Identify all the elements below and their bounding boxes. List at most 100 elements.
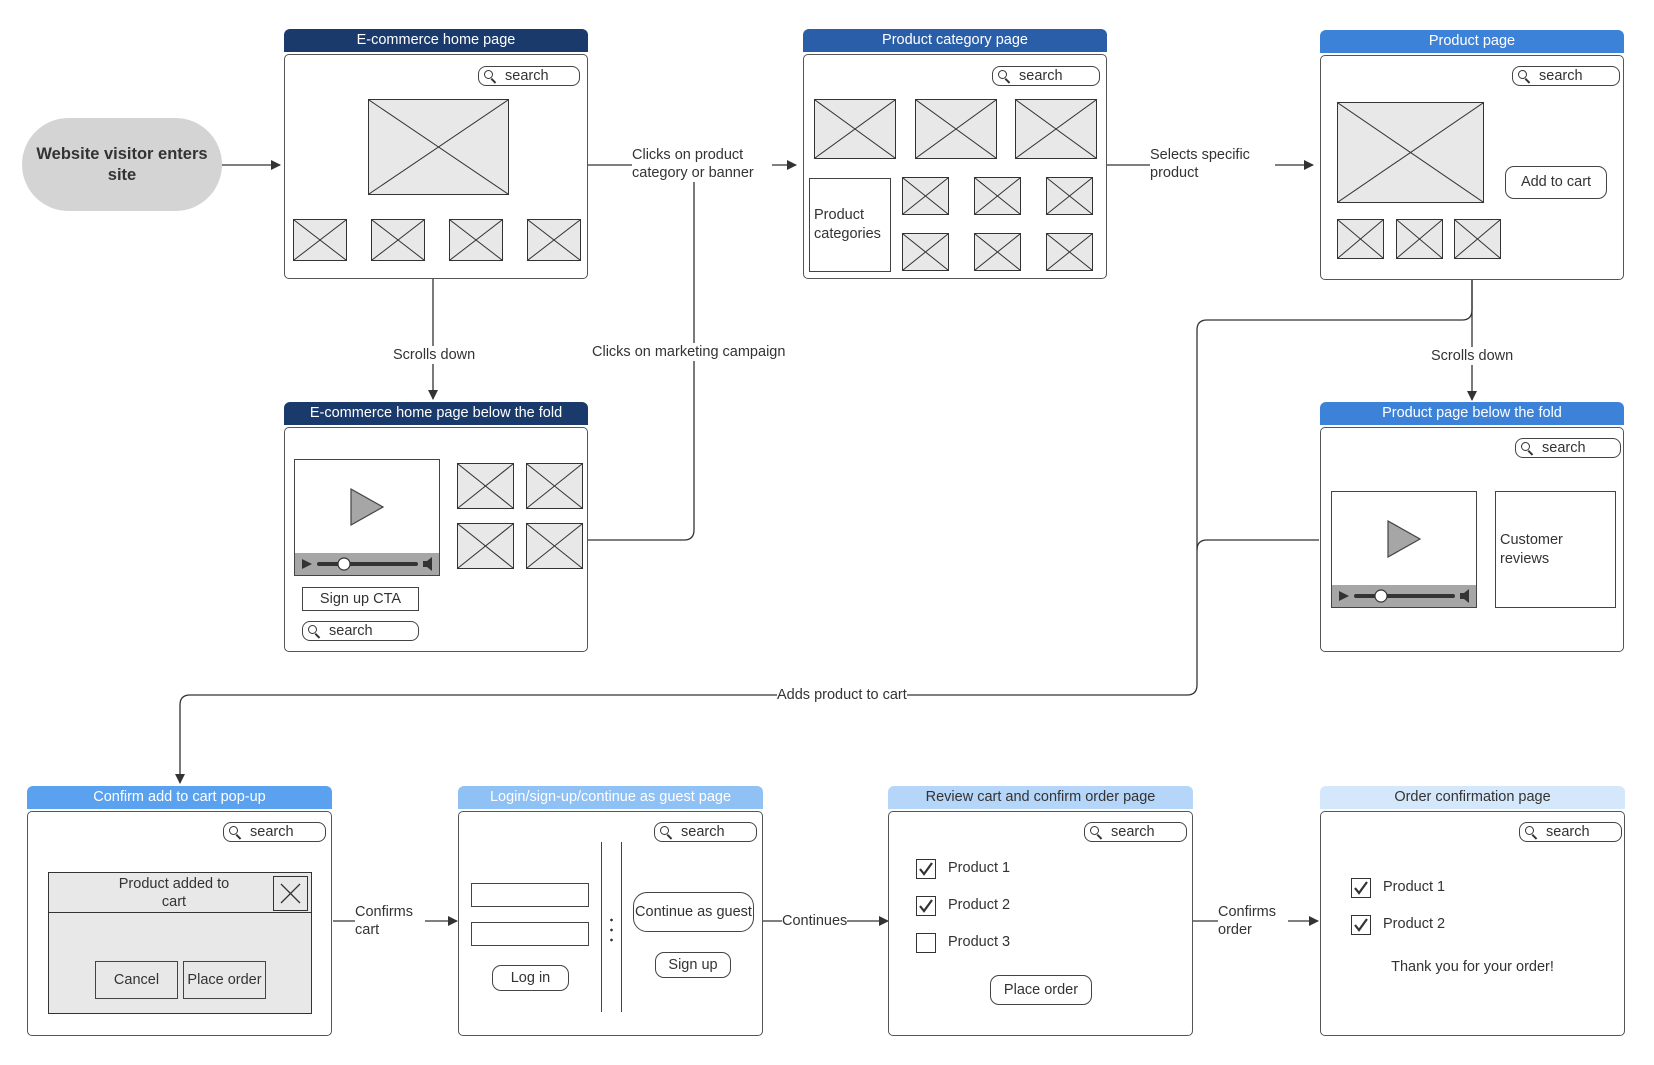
image-placeholder [457, 523, 514, 569]
review-page-title: Review cart and confirm order page [925, 789, 1156, 805]
sign-up-button[interactable]: Sign up [655, 952, 731, 978]
home-page-frame: search [284, 54, 588, 279]
search-label: search [681, 824, 725, 840]
video-player[interactable] [294, 459, 440, 576]
edge-campaign [586, 165, 695, 541]
edge-product-to-cart [175, 280, 1473, 784]
popup-titlebar: Product added to cart [49, 873, 311, 913]
continue-as-guest-button[interactable]: Continue as guest [633, 892, 754, 932]
close-icon[interactable] [273, 876, 308, 911]
edge-label-continues: Continues [782, 912, 848, 930]
search-icon [660, 826, 669, 835]
checkbox[interactable] [1351, 878, 1371, 898]
sign-up-label: Sign up [668, 956, 718, 973]
home-fold-title: E-commerce home page below the fold [309, 405, 563, 421]
popup-title: Product added to cart [118, 876, 230, 910]
divider [621, 842, 623, 1012]
sign-up-cta-button[interactable]: Sign up CTA [302, 587, 419, 611]
image-placeholder [1454, 219, 1501, 259]
product-page-header: Product page [1320, 30, 1624, 53]
product-page-title: Product page [1428, 33, 1516, 49]
edge-label-scrolls-down-1: Scrolls down [393, 346, 476, 364]
check-icon [1354, 918, 1368, 932]
checklist-item-label: Product 2 [948, 897, 1011, 913]
sign-up-cta-label: Sign up CTA [319, 591, 402, 607]
cancel-button[interactable]: Cancel [95, 961, 178, 999]
category-page-frame: search Product categories [803, 54, 1107, 279]
search-label: search [1542, 440, 1586, 456]
popup-dialog: Product added to cart Cancel Place order [48, 872, 312, 1014]
product-fold-header: Product page below the fold [1320, 402, 1624, 425]
image-placeholder [371, 219, 425, 261]
home-fold-frame: Sign up CTA search [284, 427, 588, 652]
check-icon [1354, 881, 1368, 895]
image-placeholder [527, 219, 581, 261]
login-search[interactable]: search [654, 822, 757, 842]
confirm-popup-search[interactable]: search [223, 822, 326, 842]
review-search[interactable]: search [1084, 822, 1187, 842]
hero-image-placeholder [368, 99, 509, 195]
confirmation-page-header: Order confirmation page [1320, 786, 1625, 809]
place-order-button[interactable]: Place order [183, 961, 266, 999]
edge-label-clicks-category: Clicks on product category or banner [632, 146, 772, 182]
place-order-label: Place order [187, 972, 262, 988]
home-fold-header: E-commerce home page below the fold [284, 402, 588, 425]
video-controls [295, 553, 439, 575]
search-icon [1518, 70, 1527, 79]
image-placeholder [915, 99, 997, 159]
video-player[interactable] [1331, 491, 1477, 608]
search-label: search [329, 623, 373, 639]
divider [601, 842, 603, 1012]
video-controls [1332, 585, 1476, 607]
image-placeholder [974, 233, 1021, 271]
product-categories-panel[interactable]: Product categories [809, 178, 891, 272]
image-placeholder [526, 463, 583, 509]
edge-label-adds-to-cart: Adds product to cart [777, 686, 907, 704]
confirmation-search[interactable]: search [1519, 822, 1622, 842]
log-in-button[interactable]: Log in [492, 965, 569, 991]
image-placeholder [1046, 177, 1093, 215]
checkbox[interactable] [916, 896, 936, 916]
home-search[interactable]: search [478, 66, 580, 86]
password-field[interactable] [471, 922, 589, 946]
checklist-item-label: Product 3 [948, 934, 1011, 950]
search-label: search [250, 824, 294, 840]
edge-label-confirms-order: Confirms order [1218, 903, 1288, 939]
username-field[interactable] [471, 883, 589, 907]
start-label: Website visitor enters site [36, 144, 208, 184]
product-categories-label: Product categories [814, 207, 881, 242]
login-page-frame: search Log in Continue as guest Sign up [458, 811, 763, 1036]
place-order-button[interactable]: Place order [990, 975, 1092, 1005]
product-search[interactable]: search [1512, 66, 1620, 86]
checkbox[interactable] [916, 859, 936, 879]
product-fold-search[interactable]: search [1515, 438, 1621, 458]
confirm-popup-frame: search Product added to cart Cancel Plac… [27, 811, 332, 1036]
edge-productfold-join [1196, 539, 1319, 551]
confirmation-page-title: Order confirmation page [1394, 789, 1551, 805]
play-icon[interactable] [350, 488, 384, 526]
checklist-item-label: Product 1 [1383, 879, 1446, 895]
checkbox[interactable] [1351, 915, 1371, 935]
log-in-label: Log in [510, 969, 551, 986]
image-placeholder [293, 219, 347, 261]
customer-reviews-panel: Customer reviews [1495, 491, 1616, 608]
search-label: search [1111, 824, 1155, 840]
image-placeholder [1396, 219, 1443, 259]
edge-label-scrolls-down-2: Scrolls down [1431, 347, 1514, 365]
login-page-header: Login/sign-up/continue as guest page [458, 786, 763, 809]
category-search[interactable]: search [992, 66, 1100, 86]
thank-you-message: Thank you for your order! [1391, 959, 1554, 975]
home-page-title: E-commerce home page [356, 32, 516, 48]
search-label: search [1539, 68, 1583, 84]
image-placeholder [457, 463, 514, 509]
play-icon[interactable] [1387, 520, 1421, 558]
checkbox[interactable] [916, 933, 936, 953]
home-page-header: E-commerce home page [284, 29, 588, 52]
add-to-cart-button[interactable]: Add to cart [1505, 166, 1607, 199]
home-fold-search[interactable]: search [302, 621, 419, 641]
search-icon [308, 625, 317, 634]
confirm-popup-title: Confirm add to cart pop-up [93, 789, 266, 805]
edge-label-confirms-cart: Confirms cart [355, 903, 425, 939]
